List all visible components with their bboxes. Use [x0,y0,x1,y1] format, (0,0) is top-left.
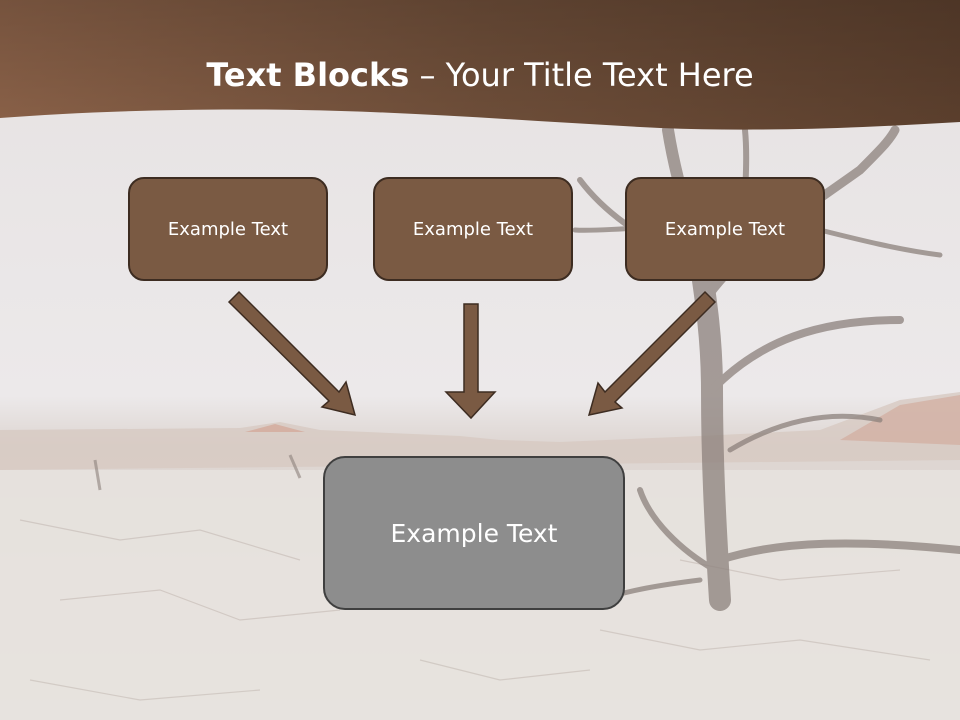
title-separator: – [409,56,446,94]
page-title: Text Blocks – Your Title Text Here [0,56,960,94]
title-bold-part: Text Blocks [206,56,410,94]
text-block-bottom-label: Example Text [390,518,558,548]
text-block-center-label: Example Text [412,218,534,240]
text-block-left-label: Example Text [167,218,289,240]
text-block-left[interactable]: Example Text [128,177,328,281]
text-block-bottom[interactable]: Example Text [323,456,625,610]
title-rest: Your Title Text Here [445,56,754,94]
text-block-center[interactable]: Example Text [373,177,573,281]
text-block-right[interactable]: Example Text [625,177,825,281]
text-block-right-label: Example Text [664,218,786,240]
